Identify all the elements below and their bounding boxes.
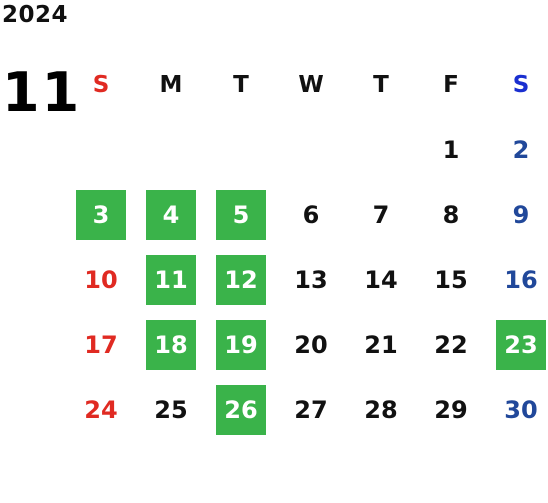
- day-cell: 15: [419, 248, 489, 313]
- day-number: 30: [504, 396, 538, 424]
- day-cell: [279, 118, 349, 183]
- day-number: 14: [364, 266, 398, 294]
- day-cell: 6: [279, 183, 349, 248]
- weekday-header-monday: M: [139, 53, 209, 118]
- day-number: 4: [146, 190, 196, 240]
- day-number: 5: [216, 190, 266, 240]
- day-cell-highlighted: 12: [209, 248, 279, 313]
- day-number: 25: [154, 396, 188, 424]
- day-number: 9: [512, 201, 530, 229]
- day-cell: 7: [349, 183, 419, 248]
- day-number: 16: [504, 266, 538, 294]
- day-number: 23: [496, 320, 546, 370]
- day-number: [76, 125, 126, 175]
- day-cell: 13: [279, 248, 349, 313]
- day-cell-highlighted: 3: [69, 183, 139, 248]
- day-cell: 2: [489, 118, 548, 183]
- weekday-label: F: [443, 72, 459, 98]
- day-cell: 20: [279, 313, 349, 378]
- day-cell: 28: [349, 378, 419, 443]
- day-cell: 24: [69, 378, 139, 443]
- weekday-label: S: [512, 72, 530, 98]
- day-number: 24: [84, 396, 118, 424]
- day-cell-highlighted: 11: [139, 248, 209, 313]
- day-number: [146, 125, 196, 175]
- weekday-header-saturday: S: [489, 53, 548, 118]
- day-cell: 17: [69, 313, 139, 378]
- day-cell-highlighted: 23: [489, 313, 548, 378]
- weekday-label: M: [159, 72, 183, 98]
- day-number: 7: [372, 201, 390, 229]
- weekday-label: T: [233, 72, 249, 98]
- day-cell: 22: [419, 313, 489, 378]
- day-number: 17: [84, 331, 118, 359]
- year-label: 2024: [2, 2, 69, 28]
- calendar-grid: S M T W T F S 1 2 3 4 5 6 7 8 9 10 11 12…: [69, 53, 548, 443]
- weekday-header-sunday: S: [69, 53, 139, 118]
- day-number: 26: [216, 385, 266, 435]
- day-number: 27: [294, 396, 328, 424]
- weekday-header-friday: F: [419, 53, 489, 118]
- day-number: [216, 125, 266, 175]
- day-cell: [139, 118, 209, 183]
- day-number: 18: [146, 320, 196, 370]
- weekday-header-tuesday: T: [209, 53, 279, 118]
- day-number: 8: [442, 201, 460, 229]
- day-number: 13: [294, 266, 328, 294]
- day-cell: 14: [349, 248, 419, 313]
- day-number: 28: [364, 396, 398, 424]
- day-cell: [349, 118, 419, 183]
- day-cell: 1: [419, 118, 489, 183]
- day-cell: [69, 118, 139, 183]
- day-cell: 10: [69, 248, 139, 313]
- day-number: 11: [146, 255, 196, 305]
- day-number: 1: [442, 136, 460, 164]
- day-cell-highlighted: 5: [209, 183, 279, 248]
- day-number: 21: [364, 331, 398, 359]
- day-number: 3: [76, 190, 126, 240]
- day-cell: 27: [279, 378, 349, 443]
- weekday-header-thursday: T: [349, 53, 419, 118]
- day-cell: 29: [419, 378, 489, 443]
- weekday-header-wednesday: W: [279, 53, 349, 118]
- day-number: [356, 125, 406, 175]
- day-number: 15: [434, 266, 468, 294]
- day-cell: 8: [419, 183, 489, 248]
- day-number: 29: [434, 396, 468, 424]
- day-cell: 30: [489, 378, 548, 443]
- week-row: 17 18 19 20 21 22 23: [69, 313, 548, 378]
- day-number: 20: [294, 331, 328, 359]
- day-cell-highlighted: 26: [209, 378, 279, 443]
- week-row: 10 11 12 13 14 15 16: [69, 248, 548, 313]
- day-number: 6: [302, 201, 320, 229]
- day-cell: 25: [139, 378, 209, 443]
- month-number: 11: [2, 61, 82, 124]
- week-row: 24 25 26 27 28 29 30: [69, 378, 548, 443]
- weekday-label: W: [298, 72, 324, 98]
- day-number: 10: [84, 266, 118, 294]
- day-number: [286, 125, 336, 175]
- day-number: 12: [216, 255, 266, 305]
- day-cell: 9: [489, 183, 548, 248]
- day-cell: [209, 118, 279, 183]
- weekday-label: S: [92, 72, 110, 98]
- day-cell-highlighted: 19: [209, 313, 279, 378]
- day-number: 2: [512, 136, 530, 164]
- weekday-header-row: S M T W T F S: [69, 53, 548, 118]
- day-cell: 21: [349, 313, 419, 378]
- day-cell-highlighted: 4: [139, 183, 209, 248]
- day-number: 19: [216, 320, 266, 370]
- weekday-label: T: [373, 72, 389, 98]
- week-row: 3 4 5 6 7 8 9: [69, 183, 548, 248]
- day-cell-highlighted: 18: [139, 313, 209, 378]
- day-cell: 16: [489, 248, 548, 313]
- week-row: 1 2: [69, 118, 548, 183]
- day-number: 22: [434, 331, 468, 359]
